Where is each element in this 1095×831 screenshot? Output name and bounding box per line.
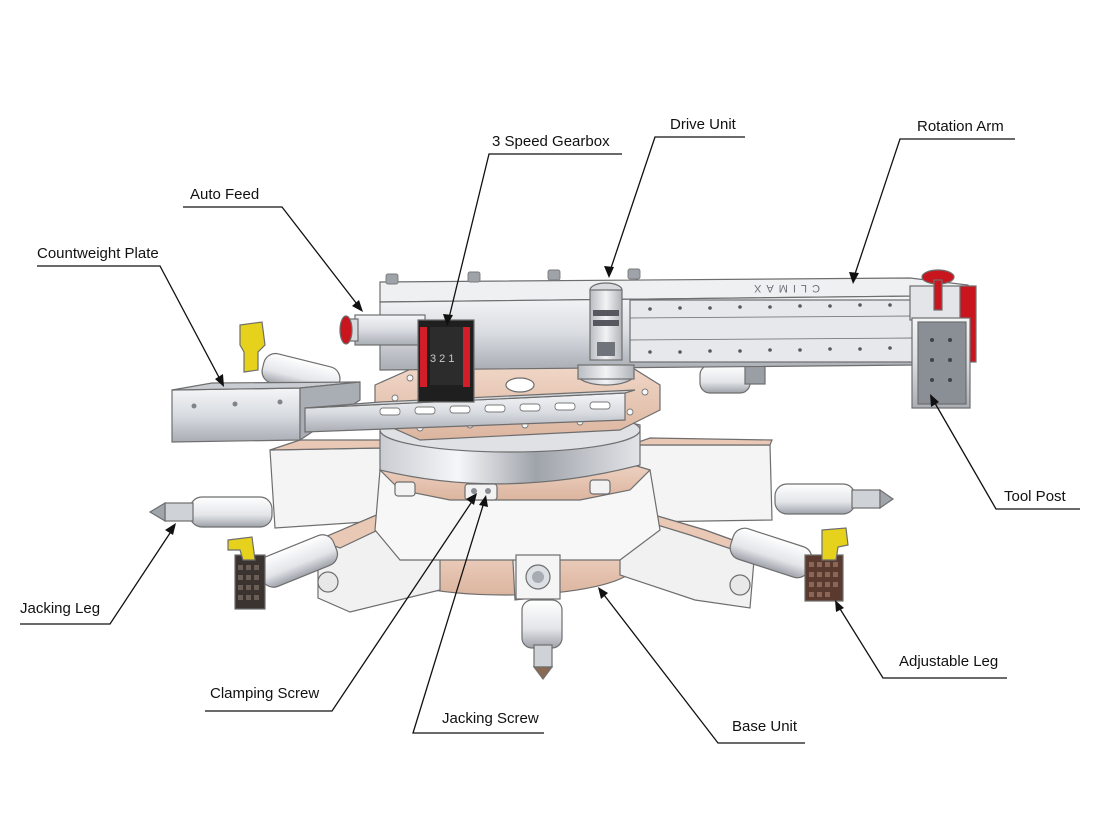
label-jacking-leg: Jacking Leg — [20, 600, 100, 617]
callout-auto-feed: Auto Feed — [183, 186, 363, 312]
callout-rotation-arm: Rotation Arm — [849, 118, 1015, 284]
label-rotation-arm: Rotation Arm — [917, 118, 1004, 135]
tool-post — [909, 269, 977, 409]
counterweight-plate — [171, 381, 636, 443]
auto-feed-handle — [339, 315, 353, 345]
adjustable-leg-left-tip — [227, 536, 256, 561]
label-auto-feed: Auto Feed — [190, 186, 259, 203]
label-adjustable-leg: Adjustable Leg — [899, 653, 998, 670]
rotation-arm: CLIMAX — [379, 268, 969, 371]
callout-clamping-screw: Clamping Screw — [205, 493, 477, 712]
adjustable-leg-right — [729, 527, 849, 602]
callout-counterweight-plate: Countweight Plate — [37, 245, 224, 387]
label-tool-post: Tool Post — [1004, 488, 1067, 505]
label-jacking-screw: Jacking Screw — [442, 710, 539, 727]
adjustable-leg-back-tip — [239, 321, 266, 373]
jacking-leg-right — [774, 483, 895, 515]
adjustable-leg-right-tip — [821, 527, 849, 561]
gearbox: 3 2 1 — [417, 319, 475, 403]
callout-tool-post: Tool Post — [930, 394, 1080, 510]
callout-jacking-screw: Jacking Screw — [412, 495, 544, 734]
label-gearbox: 3 Speed Gearbox — [492, 133, 610, 150]
callout-adjustable-leg: Adjustable Leg — [835, 600, 1007, 679]
callout-base-unit: Base Unit — [598, 587, 805, 744]
callout-gearbox: 3 Speed Gearbox — [443, 133, 622, 326]
label-drive-unit: Drive Unit — [670, 116, 737, 133]
drive-unit — [577, 282, 635, 386]
jacking-leg-bottom — [521, 599, 563, 680]
arm-engraving: CLIMAX — [749, 282, 820, 294]
callout-drive-unit: Drive Unit — [604, 116, 745, 278]
auto-feed — [339, 314, 426, 346]
jacking-leg-left — [148, 496, 273, 528]
label-counterweight-plate: Countweight Plate — [37, 245, 159, 262]
label-base-unit: Base Unit — [732, 718, 798, 735]
adjustable-leg-left — [227, 534, 339, 610]
gearbox-speed-marks: 3 2 1 — [430, 353, 454, 365]
label-clamping-screw: Clamping Screw — [210, 685, 319, 702]
base-port — [515, 554, 561, 600]
callout-jacking-leg: Jacking Leg — [20, 523, 176, 625]
